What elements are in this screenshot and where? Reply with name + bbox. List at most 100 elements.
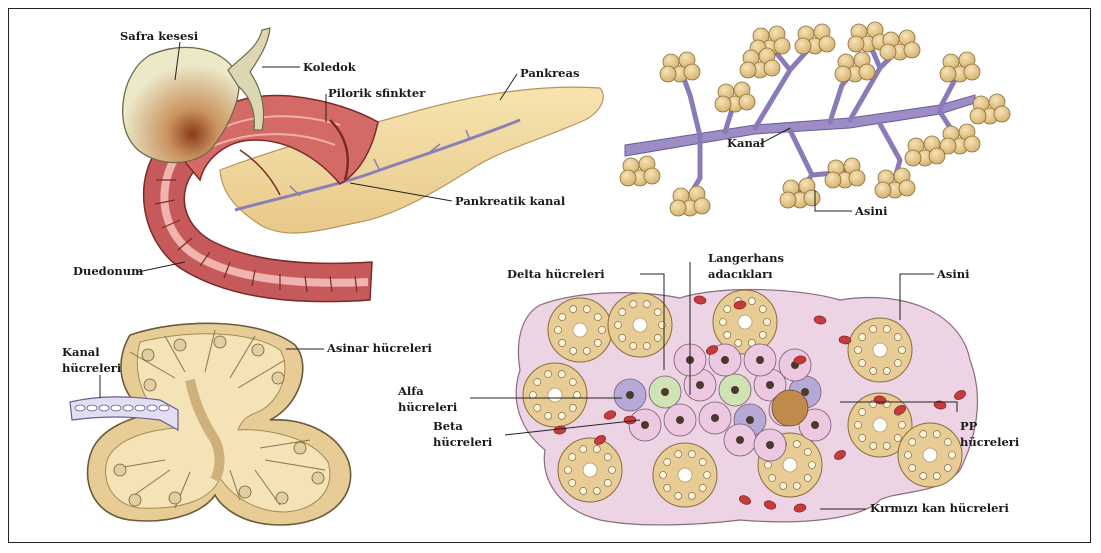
acinar-nucleus — [615, 322, 622, 329]
acinus-lobule — [905, 150, 921, 166]
islet-cell-nucleus — [641, 421, 649, 429]
acinus-lobule — [929, 148, 945, 164]
islet-panel: Delta hücreleri Langerhans adacıkları As… — [397, 251, 1020, 525]
label-asini-top: Asini — [854, 204, 888, 218]
label-duodenum: Duedonum — [73, 264, 143, 278]
acinar-nucleus — [793, 482, 800, 489]
acinar-nucleus — [534, 379, 541, 386]
acinar-nucleus — [129, 494, 141, 506]
acinus-lobule — [660, 66, 676, 82]
acinar-nucleus — [894, 359, 901, 366]
duct-cell-nucleus — [111, 405, 121, 411]
acinus-lobule — [764, 60, 780, 76]
acinar-nucleus — [909, 439, 916, 446]
acinar-nucleus — [704, 472, 711, 479]
acinar-nucleus — [583, 306, 590, 313]
acinar-nucleus — [809, 462, 816, 469]
acinar-nucleus — [630, 342, 637, 349]
acinar-nucleus — [174, 339, 186, 351]
acinar-nucleus — [675, 451, 682, 458]
acinar-nucleus — [949, 452, 956, 459]
label-pp-2: hücreleri — [960, 435, 1020, 449]
acinus-lobule — [819, 36, 835, 52]
islet-cell-nucleus — [756, 356, 764, 364]
acinar-nucleus — [558, 412, 565, 419]
acinar-nucleus — [855, 347, 862, 354]
acinar-nucleus — [252, 344, 264, 356]
acinar-nucleus — [114, 464, 126, 476]
acinus-lobule — [904, 42, 920, 58]
acinar-nucleus — [654, 309, 661, 316]
acinar-nucleus — [933, 472, 940, 479]
acinar-nucleus — [545, 371, 552, 378]
acinar-nucleus — [559, 339, 566, 346]
acinar-nucleus — [169, 492, 181, 504]
acinus-lobule — [715, 96, 731, 112]
label-alfa-1: Alfa — [397, 384, 424, 398]
acinus-lobule — [859, 64, 875, 80]
islet-cell-nucleus — [736, 436, 744, 444]
acinar-nucleus — [593, 446, 600, 453]
acinar-nucleus — [643, 301, 650, 308]
islet-cell-nucleus — [721, 356, 729, 364]
acinar-nucleus — [583, 347, 590, 354]
acinar-nucleus — [555, 327, 562, 334]
label-kanal-hucreleri-2: hücreleri — [62, 361, 122, 375]
label-delta-hucreleri: Delta hücreleri — [507, 267, 605, 281]
acinus-lobule — [880, 44, 896, 60]
acinar-nucleus — [570, 347, 577, 354]
acinus-lumen — [873, 418, 887, 432]
acinus-lobule — [970, 108, 986, 124]
acinar-nucleus — [720, 319, 727, 326]
acinar-nucleus — [899, 422, 906, 429]
acinus-lobule — [694, 198, 710, 214]
red-blood-cell — [624, 416, 636, 424]
acinar-nucleus — [899, 347, 906, 354]
label-langerhans-1: Langerhans — [708, 251, 784, 265]
acinar-nucleus — [870, 367, 877, 374]
label-pankreas: Pankreas — [520, 66, 579, 80]
acinar-nucleus — [594, 339, 601, 346]
acinar-nucleus — [724, 306, 731, 313]
acinus-lobule — [795, 38, 811, 54]
acinar-nucleus — [793, 441, 800, 448]
acinar-nucleus — [724, 331, 731, 338]
acinar-nucleus — [574, 392, 581, 399]
duct-cell-nucleus — [75, 405, 85, 411]
label-pilorik-sfinkter: Pilorik sfinkter — [328, 86, 426, 100]
islet-cell-nucleus — [766, 441, 774, 449]
acinar-nucleus — [530, 392, 537, 399]
acinus-lobule — [994, 106, 1010, 122]
acinar-nucleus — [312, 472, 324, 484]
acinus-lobule — [620, 170, 636, 186]
acinar-nucleus — [569, 479, 576, 486]
acinar-nucleus — [569, 454, 576, 461]
islet-cell-nucleus — [676, 416, 684, 424]
acinus-lobule — [848, 36, 864, 52]
acinar-nucleus — [559, 314, 566, 321]
acinar-nucleus — [764, 319, 771, 326]
acinar-nucleus — [944, 464, 951, 471]
acinar-nucleus — [883, 367, 890, 374]
acinar-nucleus — [883, 326, 890, 333]
islet-cell-nucleus — [811, 421, 819, 429]
acinus-lobule — [644, 168, 660, 184]
acinar-nucleus — [859, 334, 866, 341]
acinus-lumen — [923, 448, 937, 462]
acinar-nucleus — [748, 298, 755, 305]
acinar-nucleus — [859, 359, 866, 366]
acinar-nucleus — [870, 442, 877, 449]
acinus-lobule — [940, 66, 956, 82]
acinus-lobule — [825, 172, 841, 188]
acinar-nucleus — [688, 451, 695, 458]
acinus-lumen — [583, 463, 597, 477]
acinar-nucleus — [619, 334, 626, 341]
duct-cell-nucleus — [123, 405, 133, 411]
islet-cell-nucleus — [766, 381, 774, 389]
duct-tree-panel: Kanal Asini — [620, 22, 1010, 218]
acinus-lobule — [899, 180, 915, 196]
acinar-nucleus — [580, 487, 587, 494]
acinar-nucleus — [765, 462, 772, 469]
acinar-nucleus — [759, 306, 766, 313]
label-koledok: Koledok — [303, 60, 357, 74]
